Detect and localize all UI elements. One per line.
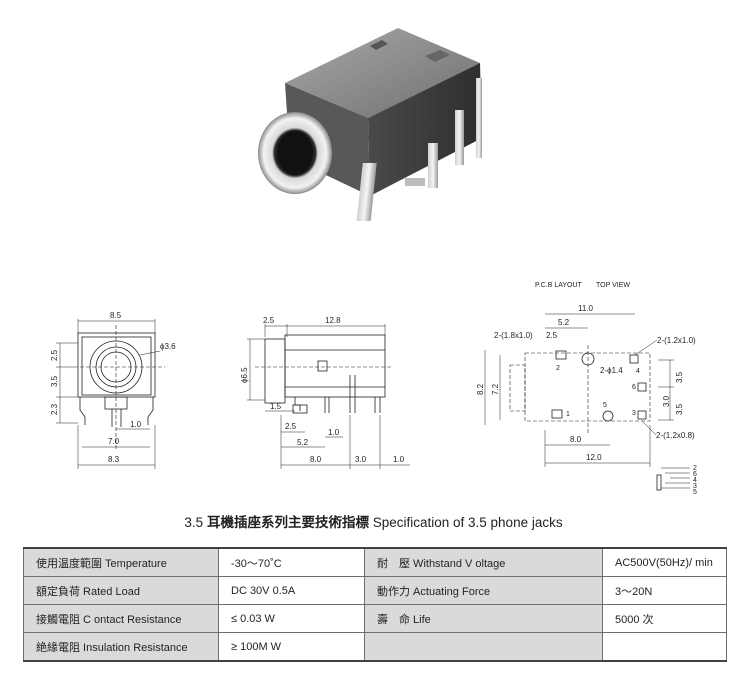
pcb-r3: 3.5 xyxy=(675,403,684,415)
product-photo xyxy=(258,28,482,221)
table-row: 使用温度範圍 Temperature -30～70˚C 耐 壓 Withstan… xyxy=(23,547,727,577)
pcb-hole-d: 2-(1.2x0.8) xyxy=(656,431,695,440)
pad-label-3: 3 xyxy=(632,410,636,417)
table-row: 接觸電阻 C ontact Resistance ≤ 0.03 W 壽 命 Li… xyxy=(23,604,727,633)
spec-key: 接觸電阻 C ontact Resistance xyxy=(23,604,219,633)
spec-key: 耐 壓 Withstand V oltage xyxy=(364,547,603,577)
sch-pin-1: 2 xyxy=(693,465,697,472)
table-row: 額定負荷 Rated Load DC 30V 0.5A 動作力 Actuatin… xyxy=(23,576,727,605)
table-row: 絶緣電阻 Insulation Resistance ≥ 100M W xyxy=(23,632,727,662)
pcb-b2: 12.0 xyxy=(586,453,602,462)
dim-top-left: 2.5 xyxy=(263,316,275,325)
pad-label-2: 2 xyxy=(556,365,560,372)
spec-value: ≥ 100M W xyxy=(218,632,365,662)
sch-pin-2: 6 xyxy=(693,471,697,478)
spec-title-prefix: 3.5 xyxy=(184,515,204,530)
sch-pin-4: 3 xyxy=(693,483,697,490)
spec-key: 壽 命 Life xyxy=(364,604,603,633)
dim-d2: 2.5 xyxy=(285,422,297,431)
dim-width-3: 8.3 xyxy=(108,455,120,464)
dim-width-2: 7.0 xyxy=(108,437,120,446)
side-view-drawing: 2.5 12.8 ϕ6.5 1.5 2.5 1.0 5.2 8.0 3.0 1.… xyxy=(240,316,410,469)
pcb-hole-a-x: 2.5 xyxy=(546,331,558,340)
pcb-r2: 3.0 xyxy=(662,395,671,407)
dim-side-1: 2.5 xyxy=(50,349,59,361)
pcb-b1: 8.0 xyxy=(570,435,582,444)
spec-value: -30～70˚C xyxy=(218,547,365,577)
dim-d7: 1.0 xyxy=(393,455,405,464)
dim-d6: 3.0 xyxy=(355,455,367,464)
pcb-view: TOP VIEW xyxy=(596,282,630,289)
dim-hole: ϕ3.6 xyxy=(160,342,176,351)
pcb-layout-drawing: P.C.B LAYOUT TOP VIEW 11.0 5.2 2-(1.8x1.… xyxy=(476,282,697,496)
spec-value: AC500V(50Hz)/ min xyxy=(602,547,727,577)
spec-value: ≤ 0.03 W xyxy=(218,604,365,633)
spec-value: 5000 次 xyxy=(602,604,727,633)
pcb-r1: 3.5 xyxy=(675,371,684,383)
pad-label-4: 4 xyxy=(636,368,640,375)
pcb-h2: 7.2 xyxy=(491,383,500,395)
pcb-h1: 8.2 xyxy=(476,383,485,395)
pcb-hole-b: 2-(1.2x1.0) xyxy=(657,336,696,345)
pcb-w-total: 11.0 xyxy=(578,304,594,313)
sch-pin-5: 5 xyxy=(693,489,697,496)
dim-width-top: 8.5 xyxy=(110,311,122,320)
dim-d5: 8.0 xyxy=(310,455,322,464)
dim-d3: 1.0 xyxy=(328,428,340,437)
pcb-hole-c: 2-ϕ1.4 xyxy=(600,366,623,375)
pcb-title: P.C.B LAYOUT xyxy=(535,282,583,289)
spec-key: 絶緣電阻 Insulation Resistance xyxy=(23,632,219,662)
spec-key: 額定負荷 Rated Load xyxy=(23,576,219,605)
spec-title-cn: 耳機插座系列主要技術指標 xyxy=(206,515,369,530)
spec-value: DC 30V 0.5A xyxy=(218,576,365,605)
dim-side-2: 3.5 xyxy=(50,375,59,387)
pad-label-5: 5 xyxy=(603,402,607,409)
pcb-w-inner: 5.2 xyxy=(558,318,570,327)
spec-value: 3～20N xyxy=(602,576,727,605)
pad-label-6: 6 xyxy=(632,384,636,391)
pad-label-1: 1 xyxy=(566,411,570,418)
dim-pin: 1.0 xyxy=(130,420,142,429)
spec-key xyxy=(364,632,603,662)
dim-top-len: 12.8 xyxy=(325,316,341,325)
dim-d4: 5.2 xyxy=(297,438,309,447)
spec-table: 使用温度範圍 Temperature -30～70˚C 耐 壓 Withstan… xyxy=(23,547,727,662)
spec-title-en: Specification of 3.5 phone jacks xyxy=(372,515,563,530)
dim-side-3: 2.3 xyxy=(50,403,59,415)
spec-key: 動作力 Actuating Force xyxy=(364,576,603,605)
spec-title: 3.5 耳機插座系列主要技術指標 Specification of 3.5 ph… xyxy=(0,511,747,531)
dim-d1: 1.5 xyxy=(270,402,282,411)
front-view-drawing: 8.5 ϕ3.6 1.0 2.5 3.5 2.3 7.0 8.3 xyxy=(50,311,176,469)
sch-pin-3: 4 xyxy=(693,477,697,484)
spec-value xyxy=(602,632,727,662)
dim-diameter: ϕ6.5 xyxy=(240,367,249,383)
pcb-hole-a: 2-(1.8x1.0) xyxy=(494,331,533,340)
spec-key: 使用温度範圍 Temperature xyxy=(23,547,219,577)
